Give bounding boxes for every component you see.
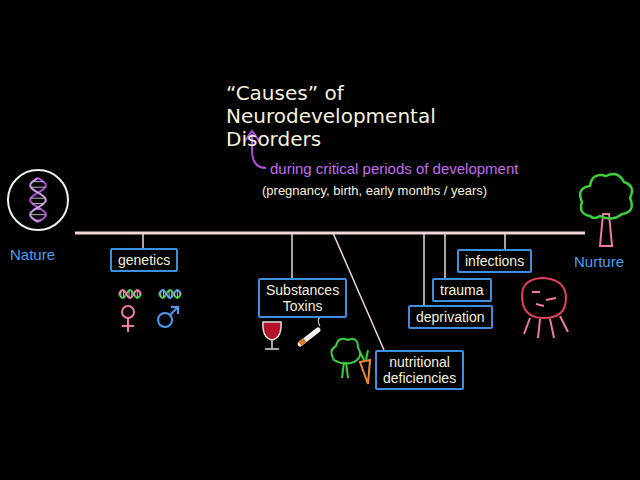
timeline bbox=[75, 232, 585, 235]
sex-symbols bbox=[122, 306, 178, 332]
purple-note: during critical periods of development bbox=[270, 160, 518, 177]
vegetables bbox=[331, 339, 370, 384]
title: “Causes” of Neurodevelopmental Disorders bbox=[226, 82, 526, 151]
tree-icon bbox=[580, 174, 632, 246]
cause-box: trauma bbox=[432, 278, 492, 302]
cause-box: genetics bbox=[110, 248, 178, 272]
germ-icon bbox=[522, 278, 568, 338]
box-text: Substances Toxins bbox=[266, 282, 339, 314]
box-text: trauma bbox=[440, 282, 484, 298]
nurture-label: Nurture bbox=[574, 253, 624, 270]
wine-glass bbox=[263, 322, 281, 349]
dna-small-icons bbox=[119, 290, 181, 298]
dna-icon bbox=[30, 178, 46, 222]
leader-lines bbox=[143, 233, 505, 350]
cause-box: infections bbox=[457, 249, 532, 273]
box-text: genetics bbox=[118, 252, 170, 268]
box-text: infections bbox=[465, 253, 524, 269]
period-note: (pregnancy, birth, early months / years) bbox=[262, 183, 487, 198]
cause-box: deprivation bbox=[408, 305, 493, 329]
cause-box: Substances Toxins bbox=[258, 278, 347, 318]
nature-circle bbox=[8, 170, 68, 230]
box-text: nutritional deficiencies bbox=[383, 354, 456, 386]
box-text: deprivation bbox=[416, 309, 485, 325]
cause-box: nutritional deficiencies bbox=[375, 350, 464, 390]
nature-label: Nature bbox=[10, 246, 55, 263]
